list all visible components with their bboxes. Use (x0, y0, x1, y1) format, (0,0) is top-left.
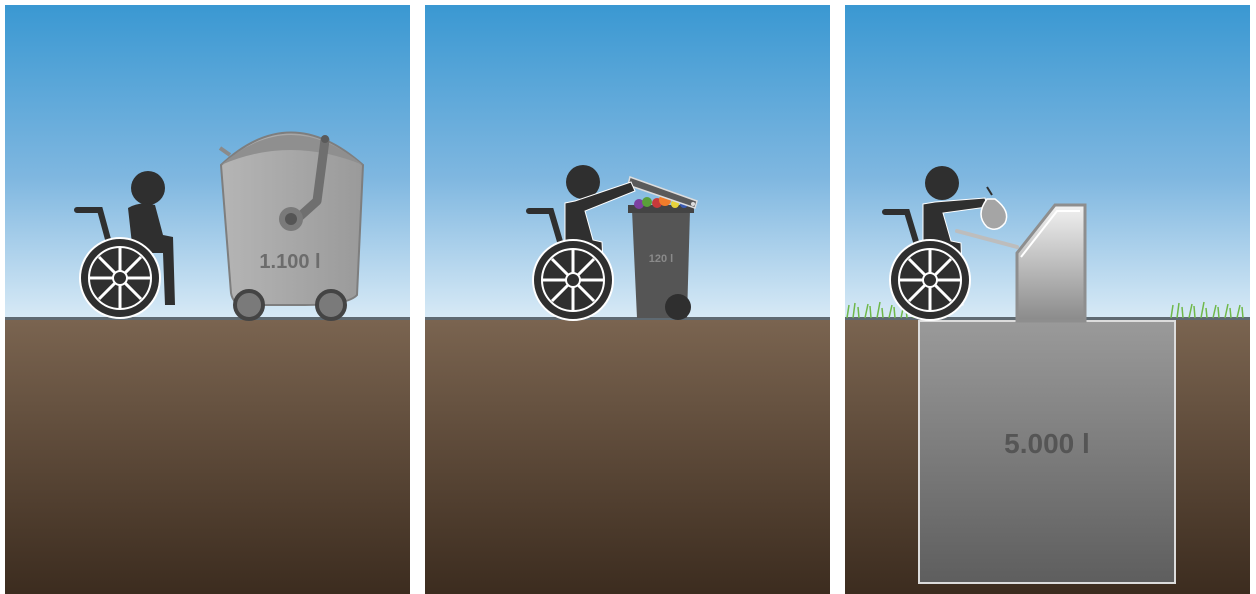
soil (425, 320, 830, 594)
volume-label: 5.000 l (1004, 428, 1090, 459)
grass (846, 301, 1244, 319)
underground-container: 5.000 l (918, 203, 1176, 584)
wheelchair-user-figure (882, 166, 1019, 321)
wheelchair-user-figure (74, 171, 175, 319)
sky (425, 5, 830, 319)
panel-wheelie-bin: 120 l (425, 5, 830, 594)
panel-large-container: 1.100 l (5, 5, 410, 594)
large-wheeled-container: 1.100 l (218, 131, 365, 321)
garbage-bag (980, 186, 1008, 230)
volume-label: 120 l (649, 253, 673, 265)
ground-line (425, 317, 830, 320)
wheelchair-user-figure (526, 165, 636, 321)
ground-line (5, 317, 410, 320)
wheelie-bin: 120 l (627, 176, 698, 320)
scene-large-container: 1.100 l (5, 5, 410, 594)
panel-underground-container: 5.000 l (845, 5, 1250, 594)
scene-wheelie-bin: 120 l (425, 5, 830, 594)
volume-label: 1.100 l (259, 251, 320, 273)
soil (5, 320, 410, 594)
scene-underground-container: 5.000 l (845, 5, 1250, 594)
